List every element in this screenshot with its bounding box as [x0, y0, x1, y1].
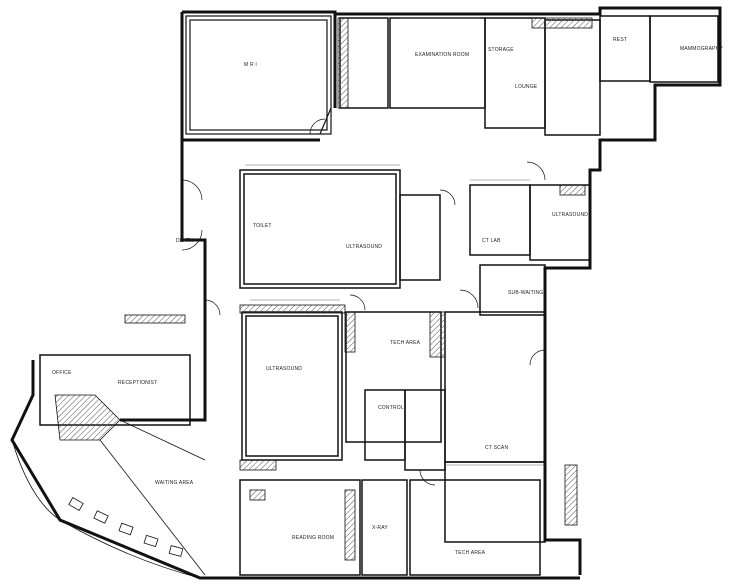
- room-label-cath-lab: CT LAB: [482, 238, 501, 244]
- room-label-reading: READING ROOM: [292, 535, 335, 541]
- room-label-sub-waiting: SUB-WAITING: [508, 290, 544, 296]
- room-label-waiting: WAITING AREA: [155, 480, 194, 486]
- interior-walls: [39, 15, 719, 576]
- room-label-tech-area: TECH AREA: [390, 340, 421, 346]
- room-label-ultrasound-1: ULTRASOUND: [346, 244, 383, 250]
- room-label-rest: REST: [613, 37, 628, 43]
- room-label-death: DEATH: [176, 238, 194, 244]
- room-label-control: CONTROL: [378, 405, 404, 411]
- room-label-office: OFFICE: [52, 370, 72, 376]
- hatched-walls: [54, 17, 593, 561]
- room-label-lounge: LOUNGE: [515, 84, 538, 90]
- room-label-examination: EXAMINATION ROOM: [415, 52, 470, 58]
- room-label-tech-area-2: TECH AREA: [455, 550, 486, 556]
- dimension-lines: [245, 17, 545, 466]
- room-label-ct: CT SCAN: [485, 445, 509, 451]
- room-label-reception: RECEPTIONIST: [118, 380, 158, 386]
- room-label-mammography: MAMMOGRAPHY: [680, 46, 724, 52]
- room-label-toilet: TOILET: [253, 223, 272, 229]
- exterior-walls: [10, 6, 722, 580]
- room-label-ultrasound-3: ULTRASOUND: [266, 366, 303, 372]
- waiting-area-furniture: [11, 419, 206, 579]
- room-label-xray: X-RAY: [372, 525, 388, 531]
- room-label-storage: STORAGE: [488, 47, 514, 53]
- door-swings: [181, 118, 546, 486]
- mri-room-walls: [185, 15, 332, 135]
- room-label-ultrasound-2: ULTRASOUND: [552, 212, 589, 218]
- room-label-mri: M R I: [244, 62, 257, 68]
